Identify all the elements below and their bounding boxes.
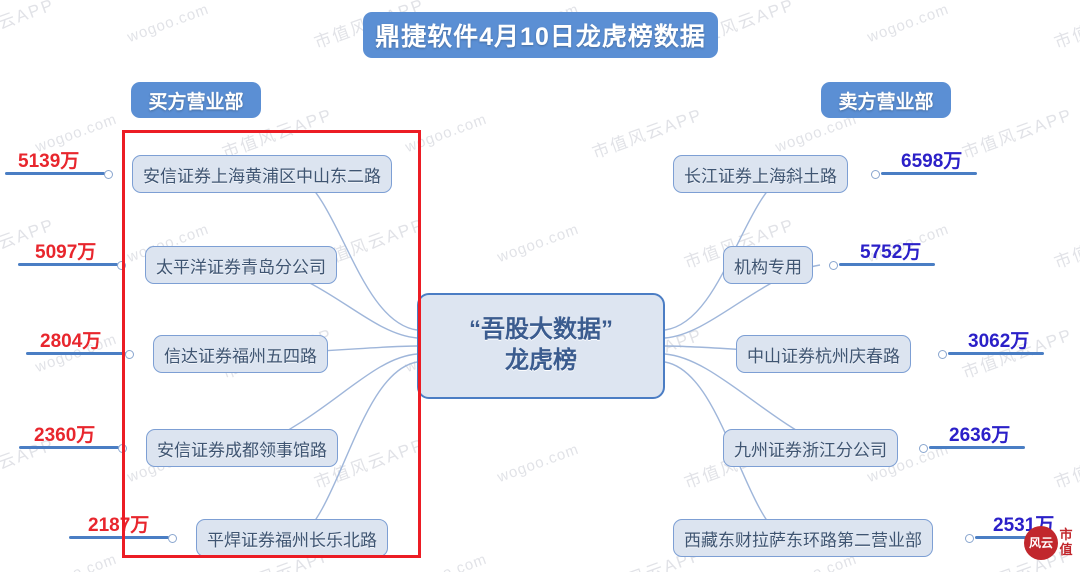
sell-connector-dot-4 <box>919 444 928 453</box>
sell-branch-node-5[interactable]: 西藏东财拉萨东环路第二营业部 <box>673 519 933 557</box>
buy-side-header: 买方营业部 <box>131 82 261 118</box>
center-node-line2: 龙虎榜 <box>505 347 577 374</box>
buy-connector-dot-2 <box>117 261 126 270</box>
buy-value-line-1 <box>5 172 105 175</box>
buy-branch-value-1: 5139万 <box>18 151 80 172</box>
seal-side-text: 市值 <box>1059 527 1073 557</box>
buy-branch-value-3: 2804万 <box>40 331 102 352</box>
sell-value-line-4 <box>929 446 1025 449</box>
buy-branch-node-5[interactable]: 平焊证券福州长乐北路 <box>196 519 388 557</box>
page-title: 鼎捷软件4月10日龙虎榜数据 <box>363 12 718 58</box>
buy-branch-node-3[interactable]: 信达证券福州五四路 <box>153 335 328 373</box>
buy-value-line-5 <box>69 536 169 539</box>
sell-value-line-5 <box>975 536 1055 539</box>
sell-branch-value-1: 6598万 <box>901 151 963 172</box>
buy-value-line-3 <box>26 352 126 355</box>
buy-branch-node-4[interactable]: 安信证券成都领事馆路 <box>146 429 338 467</box>
buy-branch-node-1[interactable]: 安信证券上海黄浦区中山东二路 <box>132 155 392 193</box>
seal-circle-text: 风云 <box>1024 526 1058 560</box>
sell-branch-value-3: 3062万 <box>968 331 1030 352</box>
sell-branch-node-1[interactable]: 长江证券上海斜土路 <box>673 155 848 193</box>
buy-branch-value-4: 2360万 <box>34 425 96 446</box>
sell-value-line-1 <box>881 172 977 175</box>
sell-connector-dot-5 <box>965 534 974 543</box>
sell-value-line-2 <box>839 263 935 266</box>
sell-branch-node-4[interactable]: 九州证券浙江分公司 <box>723 429 898 467</box>
buy-value-line-4 <box>19 446 119 449</box>
sell-branch-value-4: 2636万 <box>949 425 1011 446</box>
center-node: “吾股大数据” 龙虎榜 <box>417 293 665 399</box>
sell-side-header: 卖方营业部 <box>821 82 951 118</box>
buy-connector-dot-3 <box>125 350 134 359</box>
buy-branch-node-2[interactable]: 太平洋证券青岛分公司 <box>145 246 337 284</box>
buy-connector-dot-1 <box>104 170 113 179</box>
sell-value-line-3 <box>948 352 1044 355</box>
buy-connector-dot-4 <box>118 444 127 453</box>
sell-connector-dot-2 <box>829 261 838 270</box>
sell-branch-node-2[interactable]: 机构专用 <box>723 246 813 284</box>
center-node-line1: “吾股大数据” <box>469 316 613 344</box>
buy-value-line-2 <box>18 263 118 266</box>
sell-connector-dot-3 <box>938 350 947 359</box>
sell-branch-node-3[interactable]: 中山证券杭州庆春路 <box>736 335 911 373</box>
buy-branch-value-5: 2187万 <box>88 515 150 536</box>
buy-connector-dot-5 <box>168 534 177 543</box>
brand-seal-logo: 风云 市值 <box>1024 526 1076 564</box>
sell-connector-dot-1 <box>871 170 880 179</box>
buy-branch-value-2: 5097万 <box>35 242 97 263</box>
sell-branch-value-2: 5752万 <box>860 242 922 263</box>
